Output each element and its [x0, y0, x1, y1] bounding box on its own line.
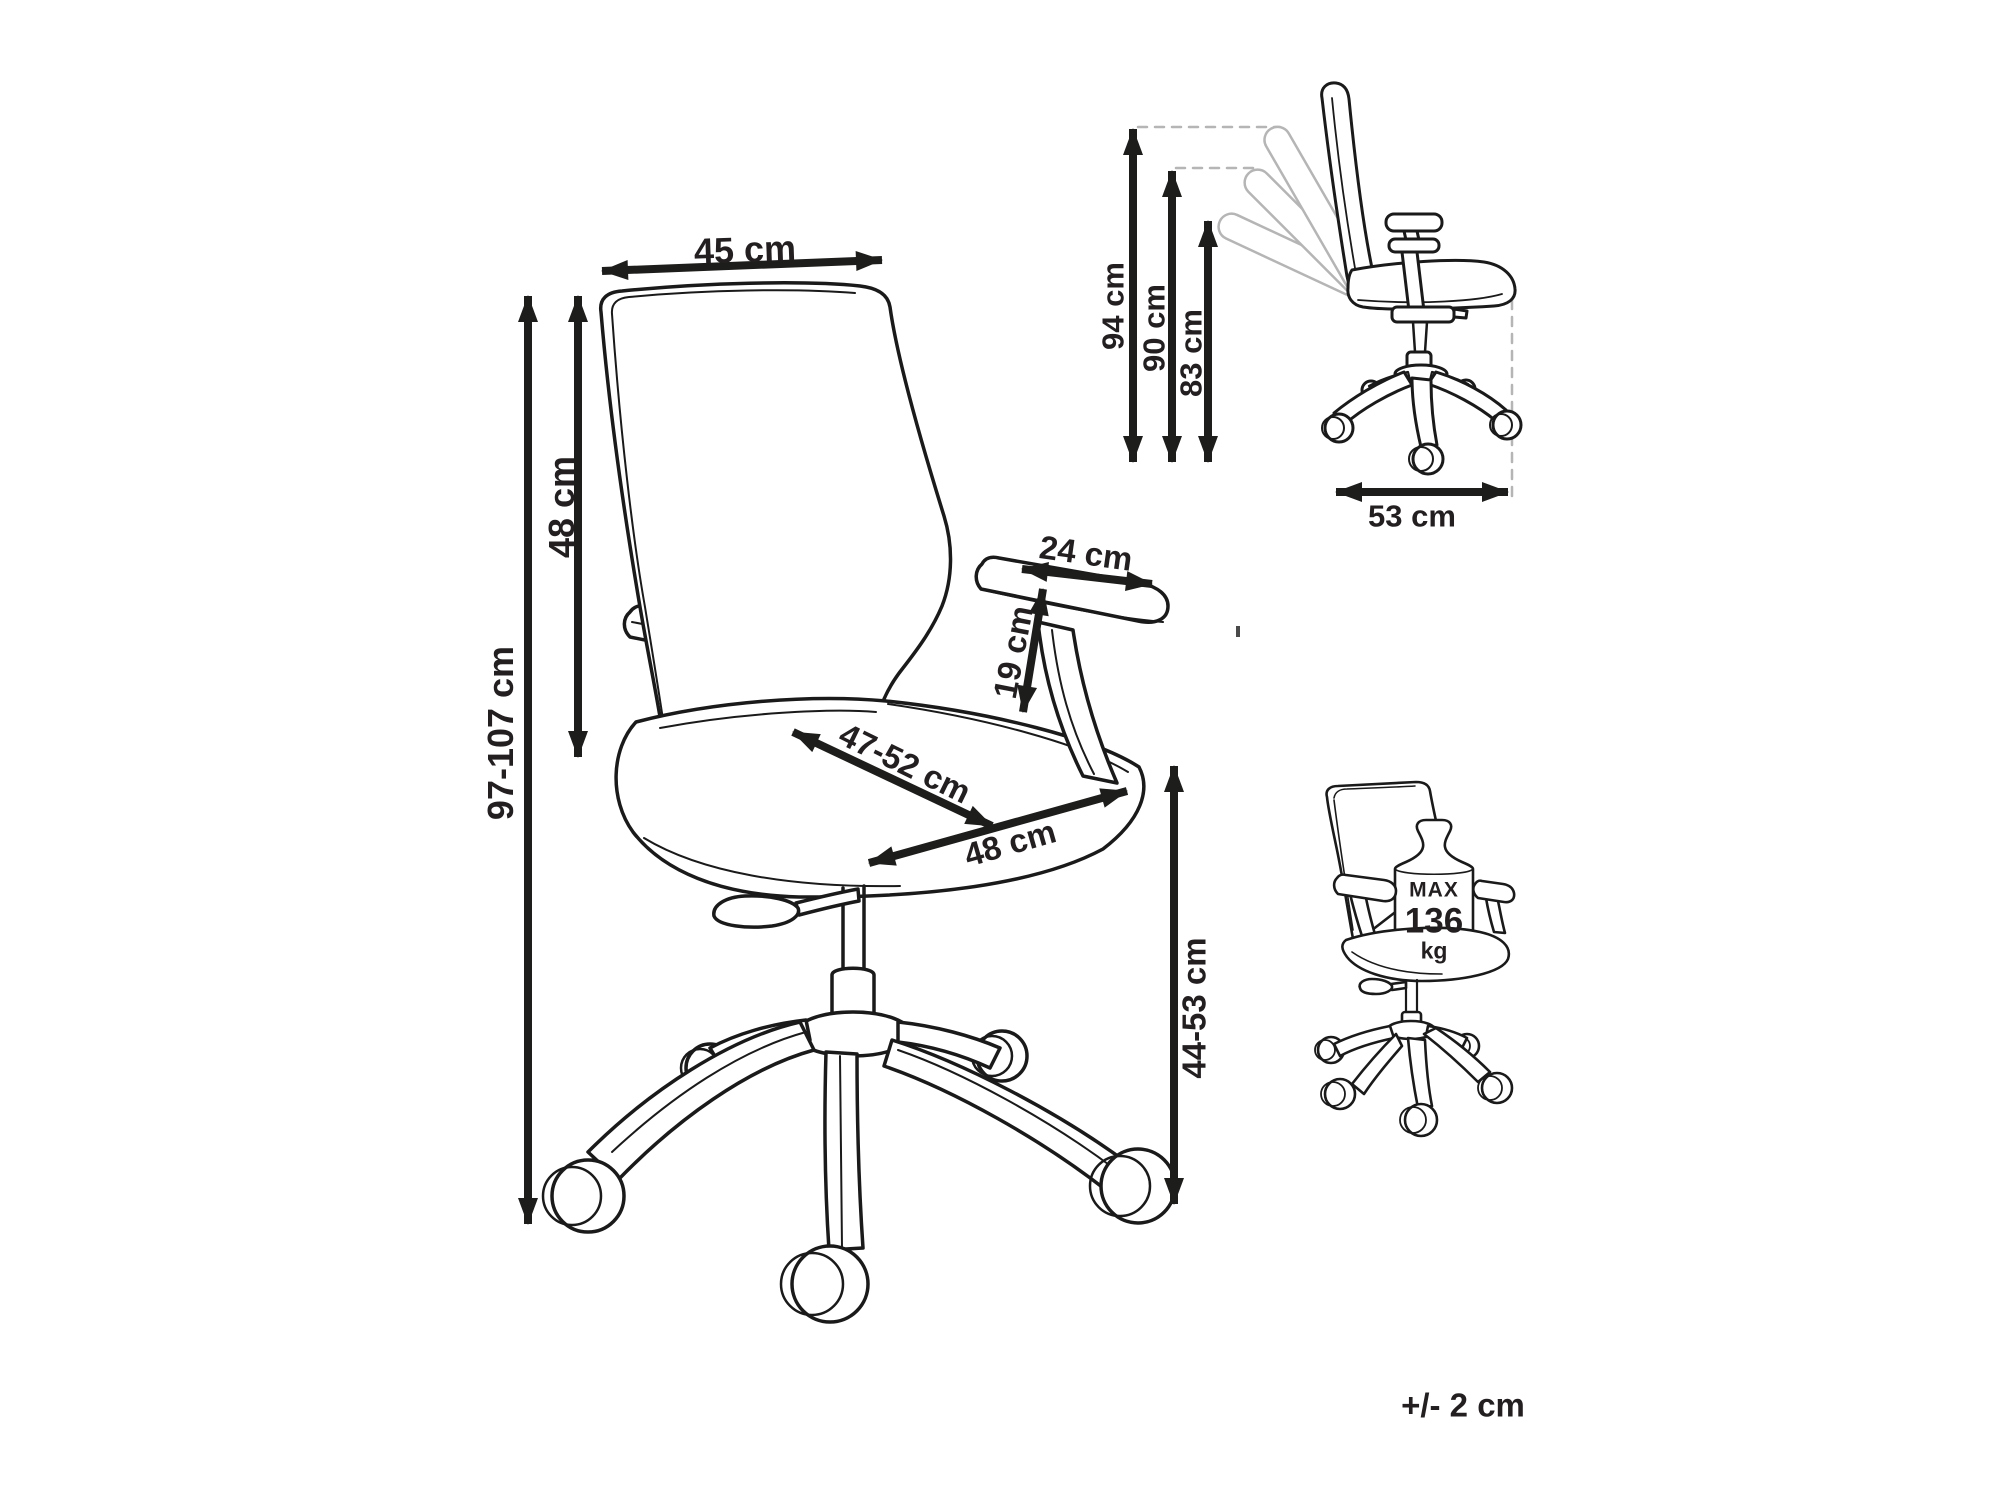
- backrest-width-label: 45 cm: [693, 227, 797, 272]
- total-height-label: 97-107 cm: [480, 645, 521, 821]
- recline-guide-dashes: [1136, 125, 1514, 499]
- height-83-label: 83 cm: [1173, 309, 1209, 397]
- side-chair-seat-icon: [1346, 258, 1517, 311]
- weight-chair-base-icon: [1314, 977, 1514, 1138]
- backrest-width-arrow: [601, 251, 883, 280]
- dimension-arrows: [518, 128, 1509, 1225]
- stray-mark: [1236, 626, 1240, 637]
- front-chair-backrest-icon: [598, 281, 953, 743]
- front-chair-lever-icon: [712, 887, 861, 929]
- weight-chair-armrests-icon: [1332, 873, 1516, 940]
- front-chair-base-icon: [541, 1010, 1177, 1324]
- armrest-depth-arrow: [1021, 562, 1153, 591]
- tolerance-note-label: +/- 2 cm: [1401, 1386, 1525, 1424]
- side-chair-armrest-icon: [1384, 212, 1444, 313]
- seat-height-label: 44-53 cm: [1175, 937, 1213, 1079]
- max-weight-value-label: 136: [1404, 901, 1464, 941]
- seat-width-arrow: [867, 787, 1129, 867]
- base-depth-label: 53 cm: [1368, 498, 1456, 534]
- max-weight-prefix-label: MAX: [1409, 878, 1459, 902]
- side-chair-drawing: [1136, 81, 1523, 499]
- armrest-height-arrow: [1017, 588, 1049, 713]
- max-weight-unit-label: kg: [1420, 937, 1448, 964]
- weight-chair-seat-icon: [1341, 926, 1511, 983]
- backrest-height-label: 48 cm: [541, 455, 582, 559]
- side-chair-base-icon: [1321, 305, 1523, 476]
- height-94-label: 94 cm: [1095, 262, 1131, 350]
- height-90-label: 90 cm: [1136, 284, 1172, 372]
- weight-chair-drawing: [1314, 780, 1516, 1138]
